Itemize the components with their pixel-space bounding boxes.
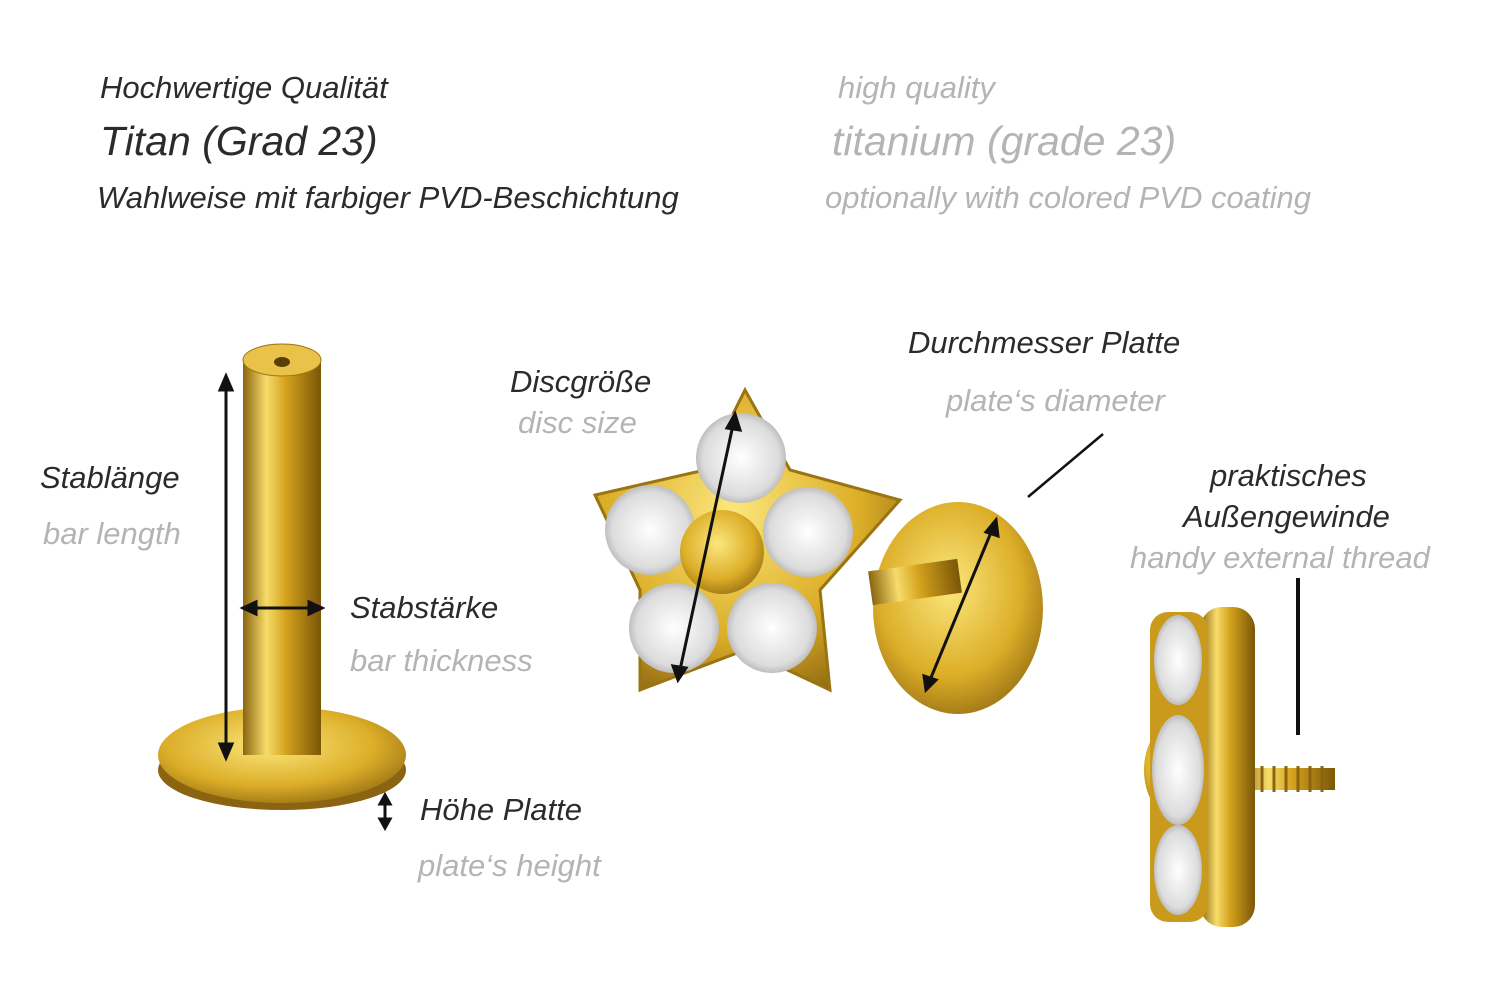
header-coating-de: Wahlweise mit farbiger PVD-Beschichtung: [97, 180, 679, 215]
label-disc-size-de: Discgröße: [510, 364, 652, 399]
label-thread-en: handy external thread: [1130, 540, 1430, 575]
header-quality-de: Hochwertige Qualität: [100, 70, 388, 105]
label-disc-size-en: disc size: [518, 405, 637, 440]
label-bar-thickness-de: Stabstärke: [350, 590, 499, 625]
label-thread-de-line2: Außengewinde: [1183, 499, 1390, 534]
header-coating-en: optionally with colored PVD coating: [825, 180, 1311, 215]
label-plate-diameter-de: Durchmesser Platte: [908, 325, 1181, 360]
label-plate-diameter-en: plate‘s diameter: [946, 383, 1165, 418]
label-thread-de-line1: praktisches: [1210, 458, 1367, 493]
flower-stud-image: [592, 386, 1043, 714]
label-plate-height-de: Höhe Platte: [420, 792, 582, 827]
label-bar-thickness-en: bar thickness: [350, 643, 533, 678]
label-plate-height-en: plate‘s height: [418, 848, 601, 883]
label-bar-length-en: bar length: [43, 516, 181, 551]
label-bar-length-de: Stablänge: [40, 460, 180, 495]
header-material-en: titanium (grade 23): [832, 118, 1177, 164]
dimension-arrows: [217, 372, 393, 832]
threaded-top-side-image: [1144, 607, 1335, 927]
header-quality-en: high quality: [838, 70, 995, 105]
labret-post-image: [158, 343, 406, 810]
header-material-de: Titan (Grad 23): [100, 118, 378, 164]
